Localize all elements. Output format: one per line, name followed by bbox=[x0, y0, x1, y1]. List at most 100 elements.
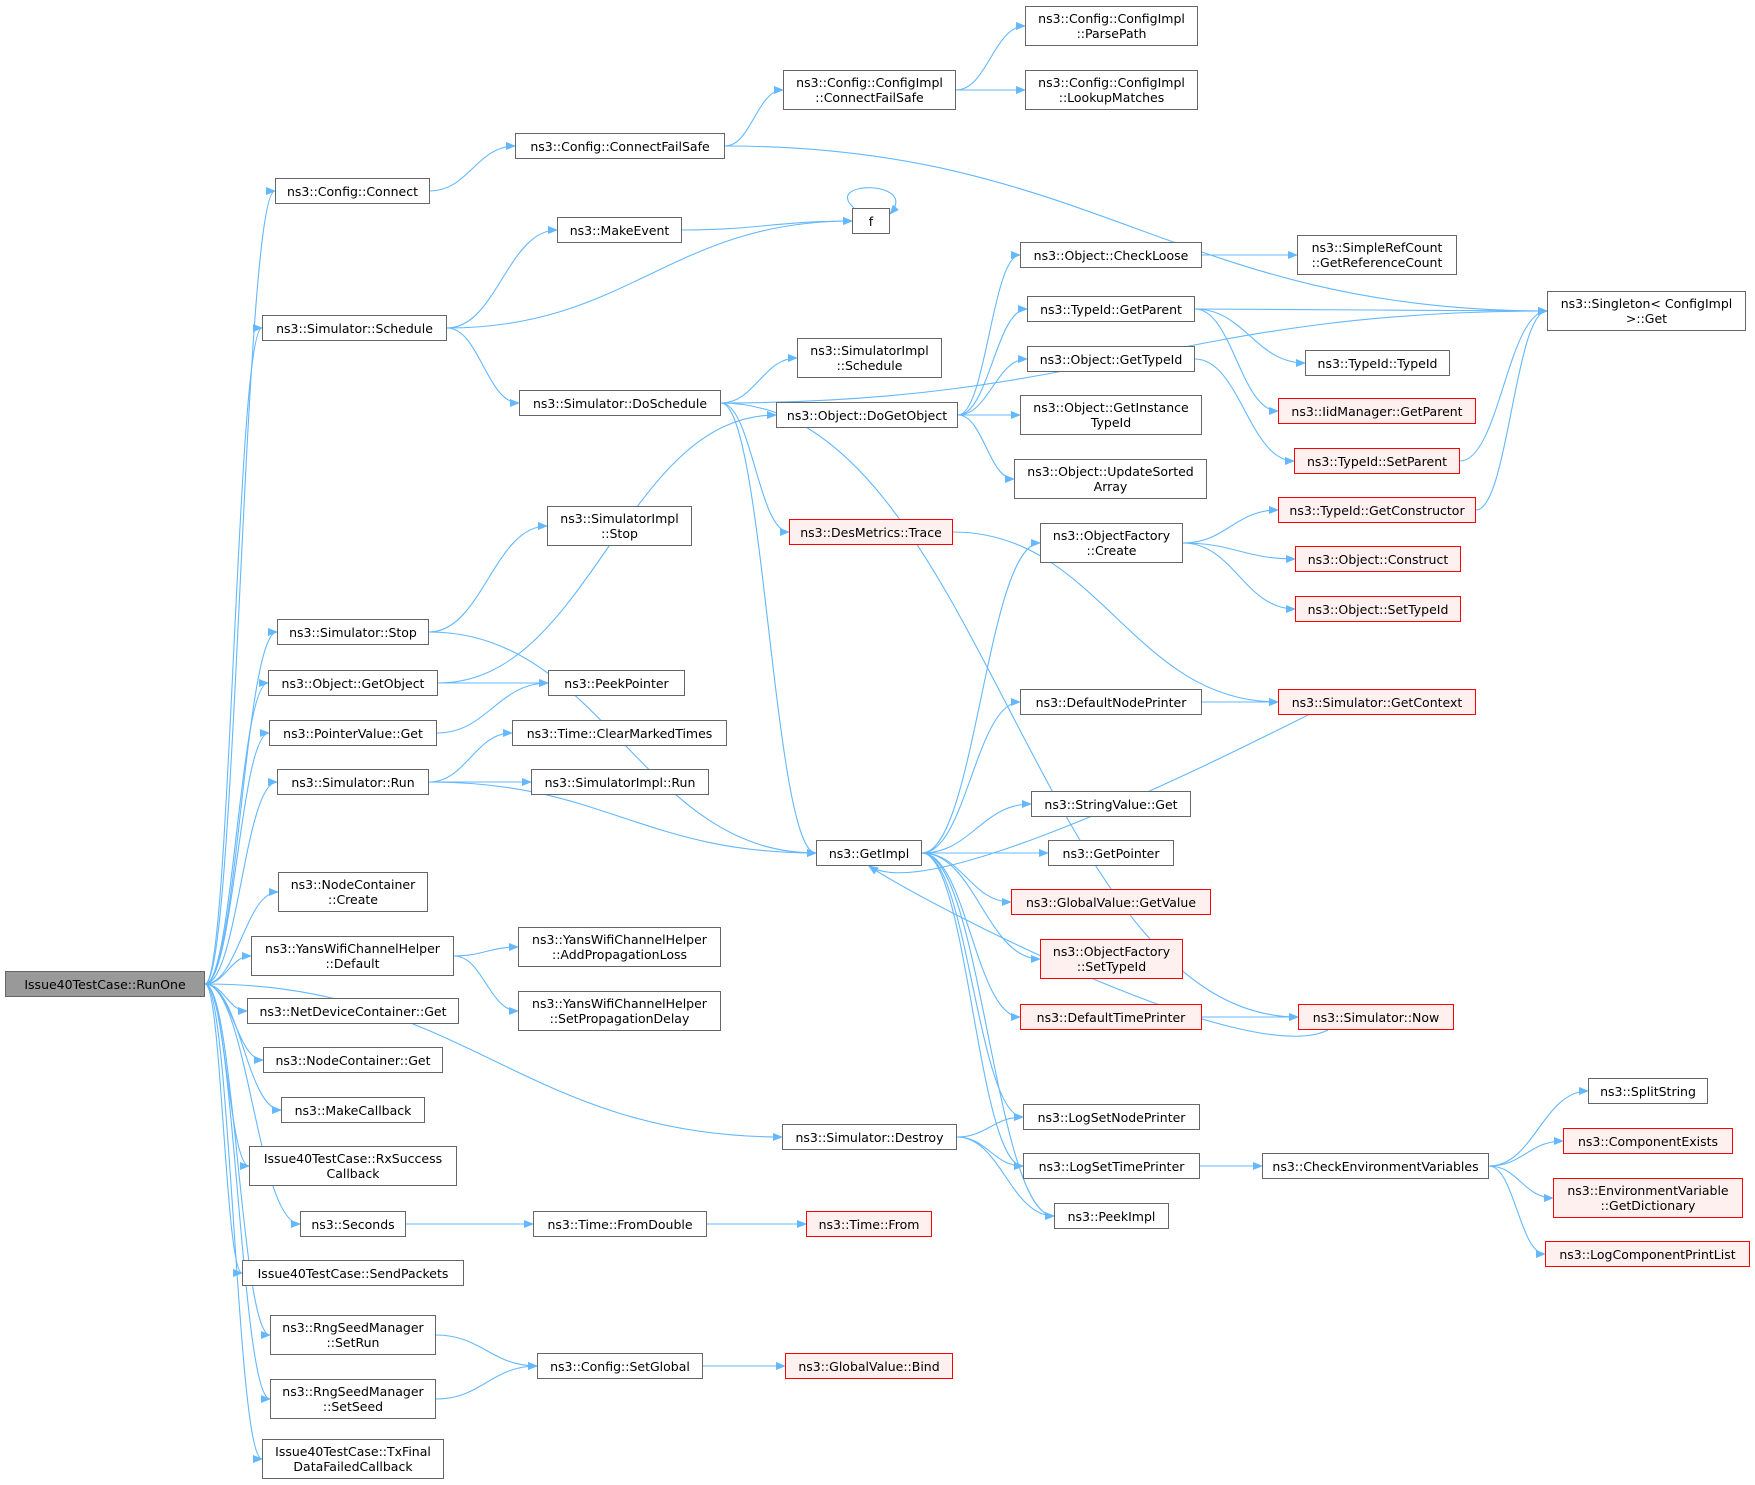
node-label-line: ns3::Object::GetTypeId bbox=[1039, 351, 1183, 367]
node-parsepath[interactable]: ns3::Config::ConfigImpl::ParsePath bbox=[1025, 6, 1198, 46]
node-lookupmatches[interactable]: ns3::Config::ConfigImpl::LookupMatches bbox=[1025, 70, 1198, 110]
node-label-line: ::Create bbox=[328, 892, 378, 907]
node-peekimpl[interactable]: ns3::PeekImpl bbox=[1054, 1203, 1169, 1229]
node-seconds[interactable]: ns3::Seconds bbox=[300, 1211, 406, 1237]
node-globalvalue-bind[interactable]: ns3::GlobalValue::Bind bbox=[785, 1353, 953, 1379]
node-logsetnodeprinter[interactable]: ns3::LogSetNodePrinter bbox=[1023, 1104, 1200, 1130]
node-sim-destroy[interactable]: ns3::Simulator::Destroy bbox=[782, 1124, 957, 1150]
node-label-line: ns3::Object::DoGetObject bbox=[786, 407, 948, 423]
edge-runone-to-sim_stop bbox=[204, 628, 278, 985]
node-globalvalue-getvalue[interactable]: ns3::GlobalValue::GetValue bbox=[1011, 889, 1211, 915]
node-setrun[interactable]: ns3::RngSeedManager::SetRun bbox=[270, 1315, 436, 1355]
edge-getimpl-to-stringvalue_get bbox=[921, 800, 1032, 854]
node-yans-default[interactable]: ns3::YansWifiChannelHelper::Default bbox=[251, 936, 454, 976]
node-setseed[interactable]: ns3::RngSeedManager::SetSeed bbox=[270, 1379, 436, 1419]
node-time-from[interactable]: ns3::Time::From bbox=[806, 1211, 932, 1237]
node-sendpackets[interactable]: Issue40TestCase::SendPackets bbox=[242, 1260, 464, 1286]
node-peekpointer[interactable]: ns3::PeekPointer bbox=[548, 670, 685, 696]
node-setglobal[interactable]: ns3::Config::SetGlobal bbox=[537, 1353, 703, 1379]
node-object-construct[interactable]: ns3::Object::Construct bbox=[1295, 546, 1461, 572]
node-sim-schedule[interactable]: ns3::Simulator::Schedule bbox=[262, 315, 447, 341]
node-simimpl-stop[interactable]: ns3::SimulatorImpl::Stop bbox=[547, 506, 692, 546]
node-simimpl-run[interactable]: ns3::SimulatorImpl::Run bbox=[531, 769, 709, 795]
node-label-line: ns3::Config::SetGlobal bbox=[550, 1358, 690, 1374]
node-iidmanager-getparent[interactable]: ns3::IidManager::GetParent bbox=[1278, 398, 1476, 424]
node-label-line: ::SetPropagationDelay bbox=[549, 1011, 690, 1026]
node-desmetrics-trace[interactable]: ns3::DesMetrics::Trace bbox=[789, 519, 953, 545]
node-sim-stop[interactable]: ns3::Simulator::Stop bbox=[277, 619, 429, 645]
node-sim-now[interactable]: ns3::Simulator::Now bbox=[1298, 1004, 1454, 1030]
node-objectfactory-create[interactable]: ns3::ObjectFactory::Create bbox=[1040, 523, 1183, 563]
node-makeevent[interactable]: ns3::MakeEvent bbox=[557, 217, 682, 243]
node-label-line: ns3::SimulatorImpl::Run bbox=[544, 774, 696, 790]
node-getcontext[interactable]: ns3::Simulator::GetContext bbox=[1278, 689, 1476, 715]
node-splitstring[interactable]: ns3::SplitString bbox=[1588, 1078, 1708, 1104]
node-connect-failsafe[interactable]: ns3::Config::ConnectFailSafe bbox=[515, 133, 725, 159]
node-label-line: ns3::YansWifiChannelHelper bbox=[532, 932, 707, 947]
node-typeid-typeid[interactable]: ns3::TypeId::TypeId bbox=[1305, 350, 1450, 376]
node-config-connect[interactable]: ns3::Config::Connect bbox=[275, 178, 430, 204]
node-label-line: ns3::Config::ConfigImpl bbox=[1038, 11, 1185, 26]
node-nodecontainer-get[interactable]: ns3::NodeContainer::Get bbox=[263, 1047, 443, 1073]
node-label-line: ::LookupMatches bbox=[1058, 90, 1165, 105]
node-label-line: ns3::NodeContainer bbox=[290, 877, 416, 892]
node-label-line: ns3::Object::Construct bbox=[1307, 551, 1449, 567]
node-object-getobject[interactable]: ns3::Object::GetObject bbox=[268, 670, 438, 696]
node-componentexists[interactable]: ns3::ComponentExists bbox=[1563, 1128, 1733, 1154]
node-label-line: ns3::StringValue::Get bbox=[1044, 796, 1178, 812]
edge-typeid_getparent-to-typeid_typeid bbox=[1194, 308, 1306, 367]
node-getdictionary[interactable]: ns3::EnvironmentVariable::GetDictionary bbox=[1553, 1178, 1743, 1218]
edge-runone-to-sim_run bbox=[204, 778, 278, 985]
node-simimpl-schedule[interactable]: ns3::SimulatorImpl::Schedule bbox=[797, 338, 942, 378]
node-sim-run[interactable]: ns3::Simulator::Run bbox=[277, 769, 429, 795]
edge-sim_run-to-getimpl bbox=[428, 781, 817, 857]
node-stringvalue-get[interactable]: ns3::StringValue::Get bbox=[1031, 791, 1191, 817]
node-netdevicecontainer-get[interactable]: ns3::NetDeviceContainer::Get bbox=[247, 998, 459, 1024]
node-nodecontainer-create[interactable]: ns3::NodeContainer::Create bbox=[278, 872, 428, 912]
node-clearmarkedtimes[interactable]: ns3::Time::ClearMarkedTimes bbox=[512, 720, 727, 746]
node-dogetobject[interactable]: ns3::Object::DoGetObject bbox=[776, 402, 958, 428]
edge-runone-to-nodecontainer_create bbox=[204, 888, 279, 985]
node-label-line: ns3::Object::GetInstance bbox=[1033, 400, 1189, 415]
node-makecallback[interactable]: ns3::MakeCallback bbox=[281, 1097, 425, 1123]
node-label-line: ns3::Object::UpdateSorted bbox=[1027, 464, 1194, 479]
node-getpointer[interactable]: ns3::GetPointer bbox=[1048, 840, 1174, 866]
node-f[interactable]: f bbox=[852, 208, 890, 234]
node-defaultnodeprinter[interactable]: ns3::DefaultNodePrinter bbox=[1020, 689, 1202, 715]
edge-connect_failsafe-to-configimpl_connectfailsafe bbox=[724, 86, 784, 147]
node-typeid-setparent[interactable]: ns3::TypeId::SetParent bbox=[1294, 448, 1460, 474]
edge-checkenv-to-logcomponentprintlist bbox=[1488, 1165, 1546, 1258]
node-defaulttimeprinter[interactable]: ns3::DefaultTimePrinter bbox=[1020, 1004, 1202, 1030]
node-objectfactory-settypeid[interactable]: ns3::ObjectFactory::SetTypeId bbox=[1040, 939, 1183, 979]
edge-objectfactory_create-to-object_settypeid bbox=[1182, 542, 1296, 613]
node-label-line: ::GetDictionary bbox=[1600, 1198, 1696, 1213]
node-object-gettypeid[interactable]: ns3::Object::GetTypeId bbox=[1027, 346, 1195, 372]
node-typeid-getparent[interactable]: ns3::TypeId::GetParent bbox=[1027, 296, 1195, 322]
node-pointervalue-get[interactable]: ns3::PointerValue::Get bbox=[269, 720, 437, 746]
node-label-line: ns3::Seconds bbox=[311, 1216, 395, 1232]
node-label-line: ns3::RngSeedManager bbox=[282, 1384, 424, 1399]
node-fromdouble[interactable]: ns3::Time::FromDouble bbox=[533, 1211, 707, 1237]
edge-dogetobject-to-checkloose bbox=[957, 251, 1021, 416]
node-getconstructor[interactable]: ns3::TypeId::GetConstructor bbox=[1278, 497, 1476, 523]
node-object-settypeid[interactable]: ns3::Object::SetTypeId bbox=[1295, 596, 1461, 622]
node-label-line: ns3::LogSetTimePrinter bbox=[1038, 1158, 1185, 1174]
node-yans-setdelay[interactable]: ns3::YansWifiChannelHelper::SetPropagati… bbox=[518, 991, 721, 1031]
node-yans-addloss[interactable]: ns3::YansWifiChannelHelper::AddPropagati… bbox=[518, 927, 721, 967]
edge-makeevent-to-f bbox=[681, 217, 853, 231]
node-singleton-get[interactable]: ns3::Singleton< ConfigImpl >::Get bbox=[1547, 291, 1746, 331]
edge-checkenv-to-splitstring bbox=[1488, 1087, 1589, 1167]
node-getreferencecount[interactable]: ns3::SimpleRefCount::GetReferenceCount bbox=[1297, 235, 1457, 275]
node-checkenv[interactable]: ns3::CheckEnvironmentVariables bbox=[1262, 1153, 1489, 1179]
node-doschedule[interactable]: ns3::Simulator::DoSchedule bbox=[519, 390, 721, 416]
node-logsettimeprinter[interactable]: ns3::LogSetTimePrinter bbox=[1023, 1153, 1200, 1179]
node-logcomponentprintlist[interactable]: ns3::LogComponentPrintList bbox=[1545, 1241, 1750, 1267]
node-label-line: TypeId bbox=[1090, 415, 1132, 430]
node-getimpl[interactable]: ns3::GetImpl bbox=[816, 840, 922, 866]
node-checkloose[interactable]: ns3::Object::CheckLoose bbox=[1020, 242, 1202, 268]
node-configimpl-connectfailsafe[interactable]: ns3::Config::ConfigImpl::ConnectFailSafe bbox=[783, 70, 956, 110]
